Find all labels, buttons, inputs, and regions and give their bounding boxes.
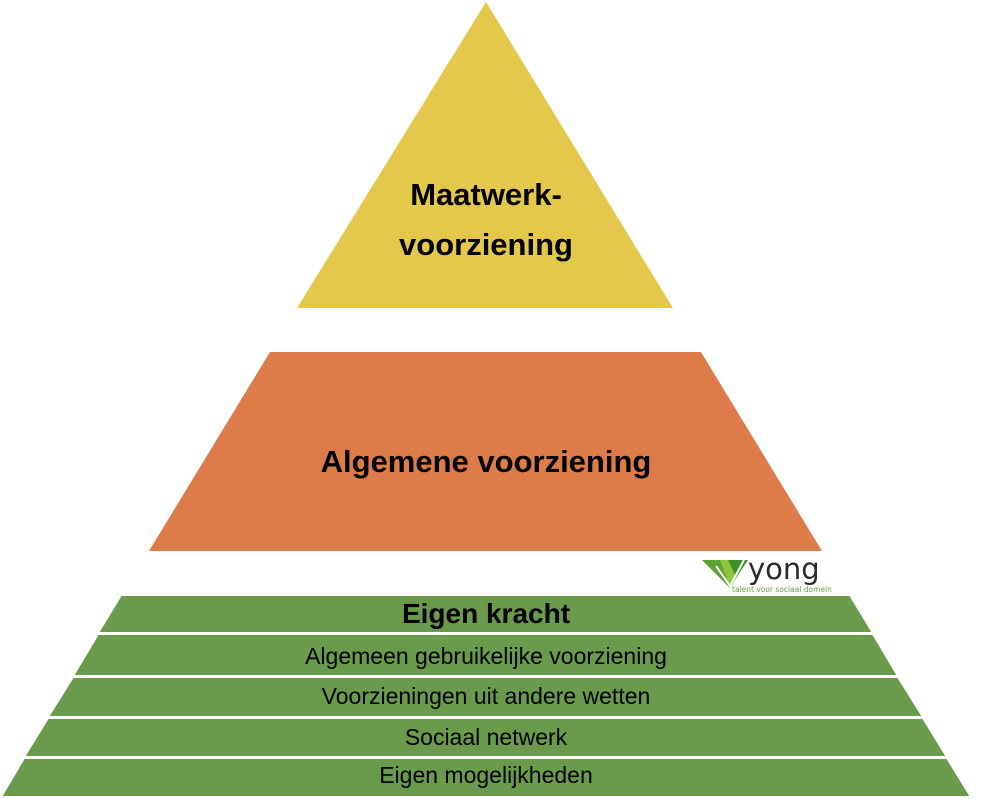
- yong-logo: yong talent voor sociaal domein: [702, 552, 832, 594]
- algemene-voorziening-trapezoid: [149, 352, 822, 551]
- logo-wordmark: yong: [748, 552, 820, 586]
- layer-label-andere-wetten: Voorzieningen uit andere wetten: [322, 683, 651, 709]
- green-gem-v-icon: [702, 559, 748, 588]
- logo-tagline: talent voor sociaal domein: [732, 585, 832, 594]
- algemene-voorziening-label: Algemene voorziening: [321, 444, 652, 479]
- maatwerk-label-line2: voorziening: [399, 227, 573, 262]
- layer-label-eigen-mogelijkheden: Eigen mogelijkheden: [379, 762, 593, 788]
- eigen-kracht-title: Eigen kracht: [402, 598, 570, 629]
- layer-label-algemeen-gebruikelijk: Algemeen gebruikelijke voorziening: [305, 643, 667, 669]
- maatwerk-triangle: [297, 2, 673, 308]
- maatwerk-label-line1: Maatwerk-: [410, 177, 562, 212]
- layer-label-sociaal-netwerk: Sociaal netwerk: [405, 724, 568, 750]
- layer-eigen-mogelijkheden: [0, 757, 973, 798]
